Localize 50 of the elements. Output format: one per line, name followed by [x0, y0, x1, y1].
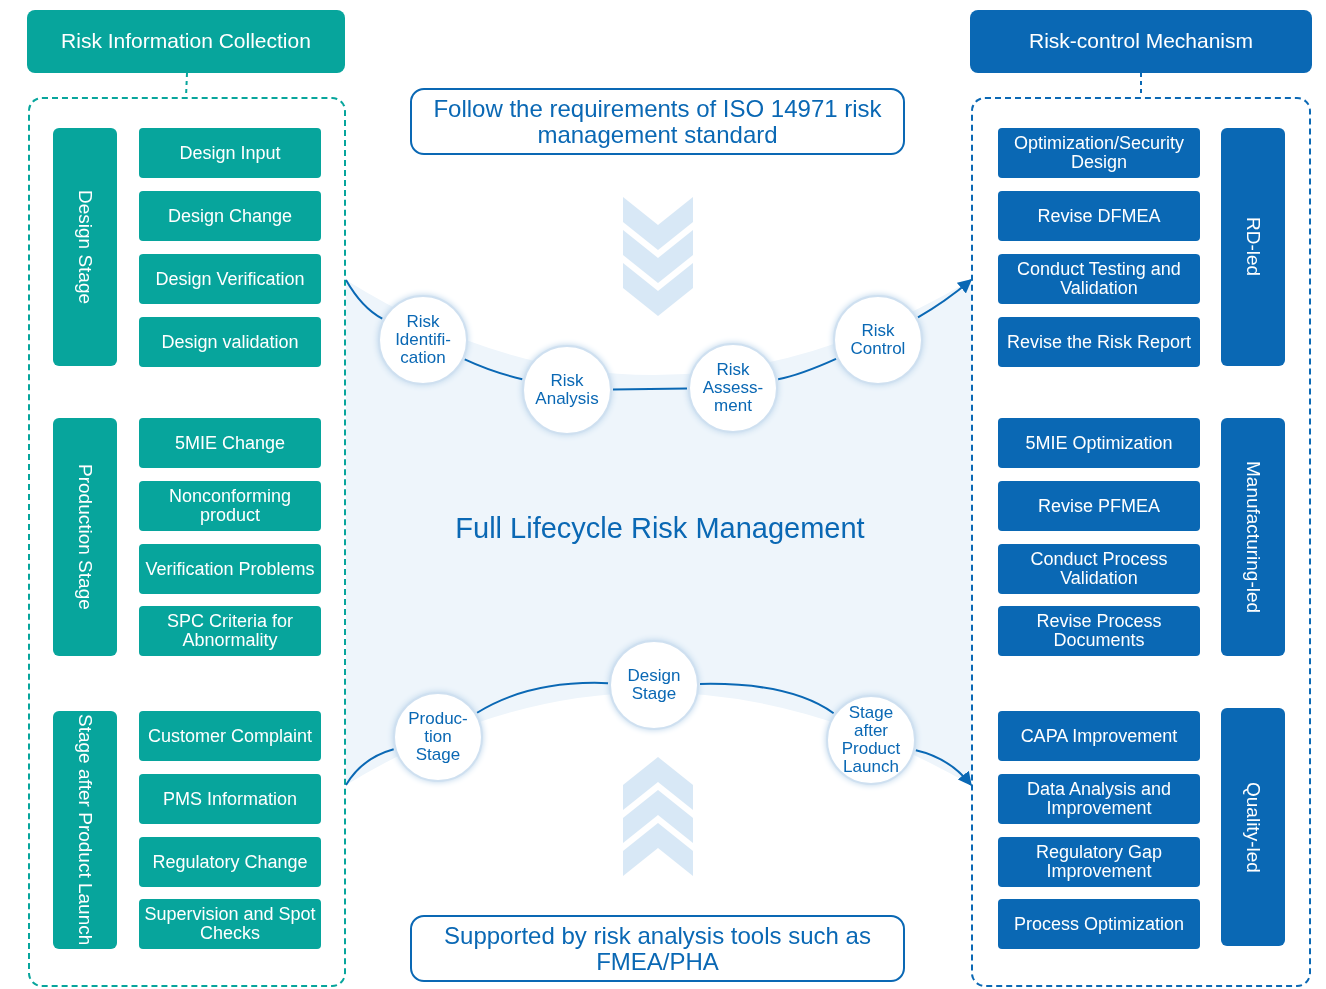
connector-line — [612, 387, 688, 391]
item-box: Design Verification — [139, 254, 321, 304]
item-box: Design Input — [139, 128, 321, 178]
connector-line — [699, 682, 835, 715]
step-circle: Stage after Product Launch — [826, 695, 916, 785]
center-title: Full Lifecycle Risk Management — [454, 512, 866, 545]
arrow — [914, 749, 972, 787]
note-box: Supported by risk analysis tools such as FMEA/PHA — [410, 915, 905, 982]
connector-line — [345, 279, 384, 320]
item-box: CAPA Improvement — [998, 711, 1200, 761]
connector-line — [345, 748, 395, 786]
item-box: Design validation — [139, 317, 321, 367]
dashed-panel — [28, 97, 346, 987]
connector-line — [476, 681, 610, 714]
item-box: Process Optimization — [998, 899, 1200, 949]
item-box: Revise the Risk Report — [998, 317, 1200, 367]
header-box: Risk Information Collection — [27, 10, 345, 73]
item-box: Data Analysis and Improvement — [998, 774, 1200, 824]
stage-bar: Design Stage — [53, 128, 117, 366]
step-circle: Risk Assess-ment — [688, 343, 778, 433]
stage-bar: Production Stage — [53, 418, 117, 656]
item-box: SPC Criteria for Abnormality — [139, 606, 321, 656]
item-box: Revise DFMEA — [998, 191, 1200, 241]
item-box: Verification Problems — [139, 544, 321, 594]
item-box: Design Change — [139, 191, 321, 241]
stage-bar: Stage after Product Launch — [53, 711, 117, 949]
item-box: PMS Information — [139, 774, 321, 824]
step-circle: Risk Control — [833, 295, 923, 385]
arrow — [917, 279, 973, 319]
connector-line — [463, 358, 524, 381]
item-box: Supervision and Spot Checks — [139, 899, 321, 949]
note-box: Follow the requirements of ISO 14971 risk management standard — [410, 88, 905, 155]
header-box: Risk-control Mechanism — [970, 10, 1312, 73]
stage-bar: RD-led — [1221, 128, 1285, 366]
item-box: Regulatory Change — [139, 837, 321, 887]
stage-bar: Manufacturing-led — [1221, 418, 1285, 656]
item-box: Revise Process Documents — [998, 606, 1200, 656]
dashed-panel — [971, 97, 1311, 987]
item-box: 5MIE Optimization — [998, 418, 1200, 468]
item-box: Optimization/Security Design — [998, 128, 1200, 178]
item-box: Revise PFMEA — [998, 481, 1200, 531]
step-circle: Design Stage — [609, 640, 699, 730]
item-box: Conduct Testing and Validation — [998, 254, 1200, 304]
item-box: Customer Complaint — [139, 711, 321, 761]
item-box: Regulatory Gap Improvement — [998, 837, 1200, 887]
connector-line — [777, 357, 838, 381]
item-box: 5MIE Change — [139, 418, 321, 468]
stage-bar: Quality-led — [1221, 708, 1285, 946]
item-box: Nonconforming product — [139, 481, 321, 531]
item-box: Conduct Process Validation — [998, 544, 1200, 594]
